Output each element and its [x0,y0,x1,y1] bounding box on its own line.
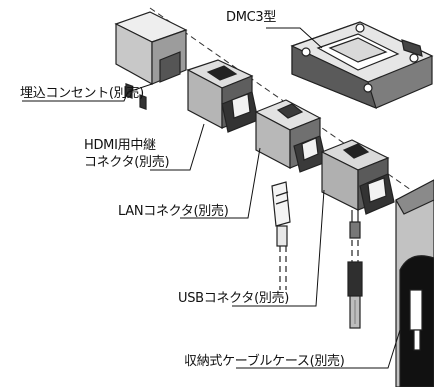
leader-usb [232,189,325,307]
label-usb-connector: USBコネクタ(別売) [178,291,290,306]
usb-connector [320,139,395,215]
lan-connector [254,99,327,173]
leader-outlet [22,83,153,102]
leader-plate [266,27,323,49]
label-lan-connector: LANコネクタ(別売) [118,204,229,219]
embedded-outlet [114,11,188,110]
label-dmc3-plate: DMC3型 [226,10,277,25]
label-cable-case: 収納式ケーブルケース(別売) [184,354,345,369]
hdmi-connector [186,59,259,133]
label-hdmi-line1: HDMI用中継 [84,138,156,153]
dmc3-plate [290,21,434,110]
leader-lan [180,147,261,219]
lan-cable-plug [271,181,291,290]
retractable-cable-case [395,179,434,387]
leader-lines [22,27,401,369]
leader-hdmi [150,123,205,171]
usb-cable-plug [347,210,363,329]
label-embedded-outlet: 埋込コンセント(別売) [20,86,144,101]
label-hdmi-line2: コネクタ(別売) [84,155,170,170]
leader-case [236,329,401,369]
